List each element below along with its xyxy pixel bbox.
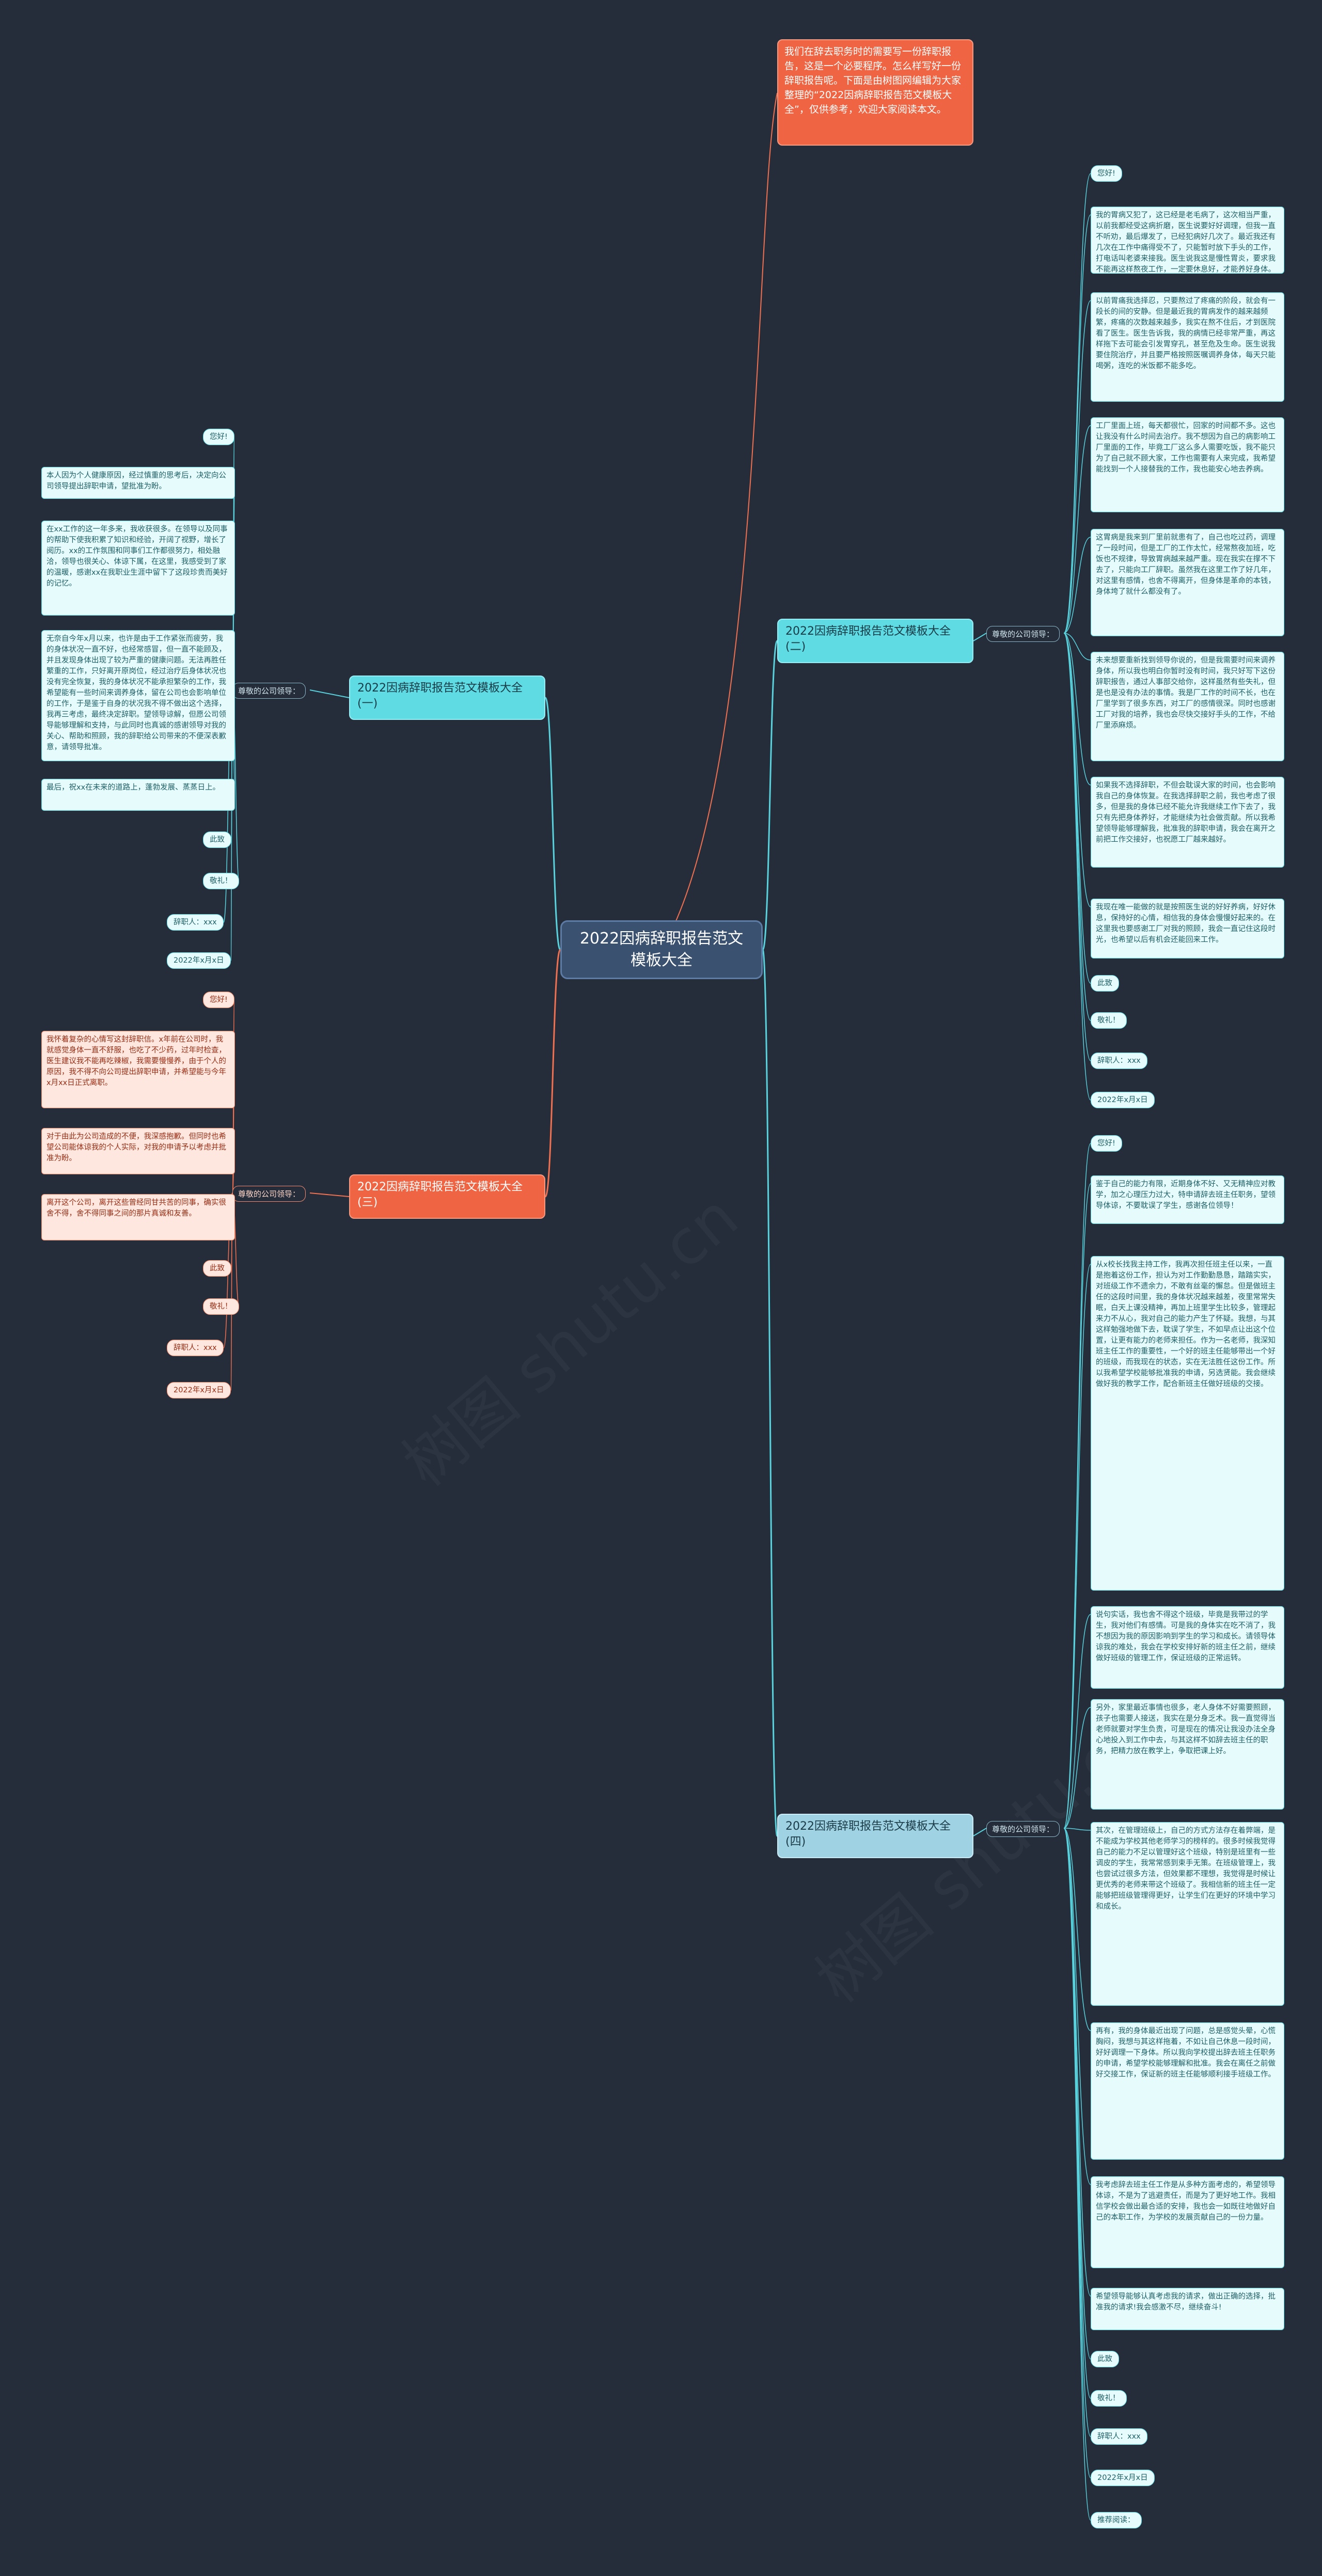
leaf-node[interactable]: 未来想要重新找到领导你说的，但是我需要时间来调养身体，所以我也明白你暂时没有时间… (1091, 652, 1284, 761)
leaf-node[interactable]: 从x校长找我主持工作，我再次担任班主任以来，一直是抱着这份工作，担认为对工作勤勤… (1091, 1256, 1284, 1591)
branch-link (544, 697, 561, 951)
leaf-link (1063, 214, 1091, 634)
leaf-link (1063, 1828, 1091, 2031)
connector-link (309, 689, 350, 698)
leaf-node[interactable]: 辞职人：xxx (1091, 1053, 1147, 1069)
leaf-link (1063, 633, 1091, 661)
leaf-link (1063, 1828, 1091, 2297)
leaf-link (1063, 425, 1091, 634)
leaf-link (1063, 633, 1091, 1061)
leaf-node[interactable]: 其次，在管理班级上，自己的方式方法存在着弊端，是不能成为学校其他老师学习的榜样的… (1091, 1822, 1284, 2006)
connector-label[interactable]: 尊敬的公司领导： (232, 683, 306, 699)
branch-topic[interactable]: 2022因病辞职报告范文模板大全(三) (349, 1174, 545, 1219)
leaf-node[interactable]: 2022年x月x日 (167, 952, 231, 969)
leaf-link (1063, 1264, 1091, 1829)
leaf-node[interactable]: 推荐阅读： (1091, 2512, 1142, 2528)
leaf-node[interactable]: 无奈自今年x月以来，也许是由于工作紧张而疲劳，我的身体状况一直不好，也经常感冒，… (41, 630, 235, 761)
leaf-link (1063, 1828, 1091, 2521)
leaf-node[interactable]: 这胃病是我来到厂里前就患有了，自己也吃过药，调理了一段时间，但是工厂的工作太忙，… (1091, 529, 1284, 636)
leaf-node[interactable]: 敬礼！ (1091, 2390, 1127, 2407)
connector-label[interactable]: 尊敬的公司领导： (232, 1186, 306, 1202)
intro-link (661, 92, 778, 950)
leaf-node[interactable]: 另外，家里最近事情也很多，老人身体不好需要照顾，孩子也需要人接送，我实在是分身乏… (1091, 1699, 1284, 1810)
connector-label[interactable]: 尊敬的公司领导： (986, 1821, 1060, 1837)
intro-note[interactable]: 我们在辞去职务时的需要写一份辞职报告，这是一个必要程序。怎么样写好一份辞职报告呢… (777, 39, 973, 146)
leaf-node[interactable]: 2022年x月x日 (1091, 1092, 1155, 1108)
branch-topic[interactable]: 2022因病辞职报告范文模板大全(二) (777, 619, 973, 663)
leaf-link (1063, 1614, 1091, 1829)
leaf-node[interactable]: 敬礼！ (203, 1298, 239, 1315)
leaf-node[interactable]: 对于由此为公司造成的不便，我深感抱歉。但同时也希望公司能体谅我的个人实际，对我的… (41, 1128, 235, 1174)
leaf-node[interactable]: 说句实话，我也舍不得这个班级，毕竟是我带过的学生，我对他们有感情。可是我的身体实… (1091, 1606, 1284, 1689)
leaf-node[interactable]: 我怀着复杂的心情写这封辞职信。x年前在公司时，我就感觉身体一直不舒服，也吃了不少… (41, 1031, 235, 1108)
leaf-link (1063, 633, 1091, 786)
leaf-link (1063, 173, 1091, 634)
leaf-node[interactable]: 我的胃病又犯了，这已经是老毛病了，这次相当严重，以前我都经受这病折磨，医生说要好… (1091, 207, 1284, 274)
leaf-node[interactable]: 辞职人：xxx (1091, 2428, 1147, 2445)
branch-link (544, 949, 561, 1198)
leaf-node[interactable]: 您好! (203, 429, 234, 445)
leaf-node[interactable]: 辞职人：xxx (167, 1340, 224, 1356)
connector-link (973, 1828, 987, 1836)
leaf-node[interactable]: 2022年x月x日 (1091, 2470, 1155, 2486)
leaf-node[interactable]: 本人因为个人健康原因，经过慎重的思考后，决定向公司领导提出辞职申请，望批准为盼。 (41, 467, 235, 499)
leaf-link (1063, 537, 1091, 634)
leaf-link (1063, 1828, 1091, 2437)
leaf-node[interactable]: 鉴于自己的能力有限，近期身体不好、又无精神应对教学，加之心理压力过大，特申请辞去… (1091, 1175, 1284, 1224)
leaf-node[interactable]: 如果我不选择辞职，不但会耽误大家的时间，也会影响我自己的身体恢复。在我选择辞职之… (1091, 777, 1284, 868)
leaf-node[interactable]: 辞职人：xxx (167, 914, 224, 931)
leaf-node[interactable]: 离开这个公司，离开这些曾经同甘共苦的同事，确实很舍不得，舍不得同事之间的那片真诚… (41, 1194, 235, 1240)
connector-link (973, 633, 987, 641)
leaf-link (1063, 1828, 1091, 2185)
leaf-node[interactable]: 此致 (203, 831, 231, 848)
leaf-node[interactable]: 我考虑辞去班主任工作是从多种方面考虑的，希望领导体谅，不是为了逃避责任，而是为了… (1091, 2176, 1284, 2268)
leaf-node[interactable]: 我现在唯一能做的就是按照医生说的好好养病，好好休息，保持好的心情，相信我的身体会… (1091, 899, 1284, 959)
leaf-link (1063, 1828, 1091, 2399)
leaf-node[interactable]: 此致 (1091, 975, 1119, 992)
branch-link (762, 949, 778, 1837)
branch-topic[interactable]: 2022因病辞职报告范文模板大全(四) (777, 1814, 973, 1858)
leaf-link (1063, 633, 1091, 984)
central-topic[interactable]: 2022因病辞职报告范文模板大全 (560, 920, 763, 979)
leaf-node[interactable]: 2022年x月x日 (167, 1382, 231, 1399)
leaf-link (1063, 633, 1091, 907)
leaf-node[interactable]: 工厂里面上班，每天都很忙，回家的时间都不多。这也让我没有什么时间去治疗。我不想因… (1091, 417, 1284, 512)
leaf-node[interactable]: 最后，祝xx在未来的道路上，蓬勃发展、蒸蒸日上。 (41, 779, 235, 811)
leaf-node[interactable]: 您好! (1091, 1135, 1122, 1152)
branch-topic[interactable]: 2022因病辞职报告范文模板大全(一) (349, 676, 545, 720)
leaf-node[interactable]: 敬礼！ (1091, 1012, 1127, 1029)
leaf-node[interactable]: 此致 (1091, 2351, 1119, 2367)
leaf-node[interactable]: 希望领导能够认真考虑我的请求，做出正确的选择，批准我的请求!我会感激不尽，继续奋… (1091, 2288, 1284, 2330)
connector-label[interactable]: 尊敬的公司领导： (986, 626, 1060, 642)
leaf-node[interactable]: 在xx工作的这一年多来，我收获很多。在领导以及同事的帮助下使我积累了知识和经验，… (41, 521, 235, 616)
branch-link (762, 640, 778, 951)
leaf-link (1063, 633, 1091, 1021)
leaf-link (1063, 633, 1091, 1101)
leaf-node[interactable]: 您好! (1091, 165, 1122, 182)
leaf-link (1063, 1828, 1091, 1831)
leaf-node[interactable]: 此致 (203, 1260, 231, 1277)
leaf-node[interactable]: 您好! (203, 992, 234, 1008)
leaf-link (1063, 1183, 1091, 1829)
leaf-node[interactable]: 以前胃痛我选择忍，只要熬过了疼痛的阶段，就会有一段长的间的安静。但是最近我的胃病… (1091, 292, 1284, 402)
leaf-link (1063, 1707, 1091, 1829)
connector-link (309, 1192, 350, 1197)
leaf-link (1063, 300, 1091, 634)
leaf-node[interactable]: 敬礼！ (203, 873, 239, 889)
leaf-node[interactable]: 再有，我的身体最近出现了问题，总是感觉头晕，心慌胸闷，我想与其这样拖着，不如让自… (1091, 2022, 1284, 2160)
